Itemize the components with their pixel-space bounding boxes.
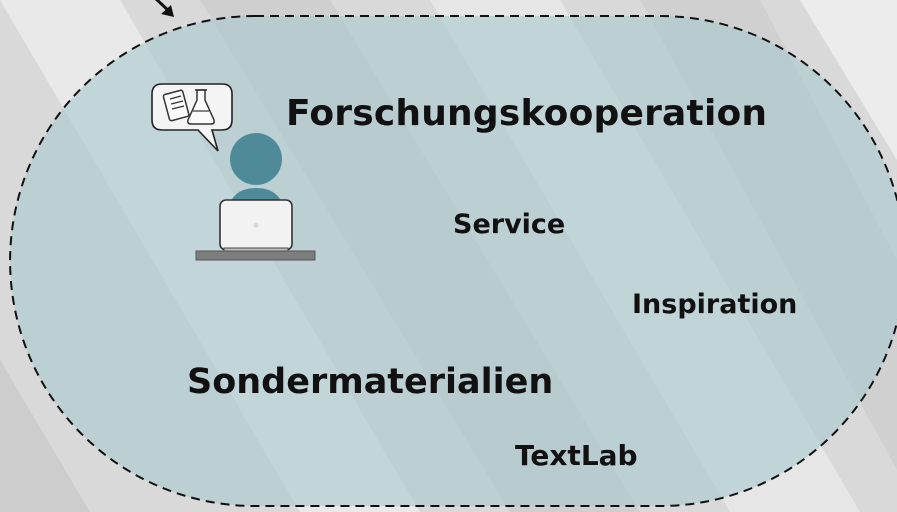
service-region <box>9 15 897 507</box>
person-at-laptop-icon <box>195 133 316 261</box>
arrow-down-right-icon <box>154 0 174 17</box>
term-forschungskooperation: Forschungskooperation <box>286 93 768 134</box>
term-sondermaterialien: Sondermaterialien <box>187 362 554 402</box>
laptop-icon <box>219 199 293 253</box>
desk <box>195 250 316 261</box>
term-textlab: TextLab <box>515 439 638 472</box>
term-service: Service <box>453 209 566 240</box>
document-icon <box>162 89 190 122</box>
term-inspiration: Inspiration <box>632 289 798 320</box>
flask-icon <box>187 89 215 125</box>
speech-bubble-icon <box>151 83 233 152</box>
person-head <box>230 133 282 185</box>
